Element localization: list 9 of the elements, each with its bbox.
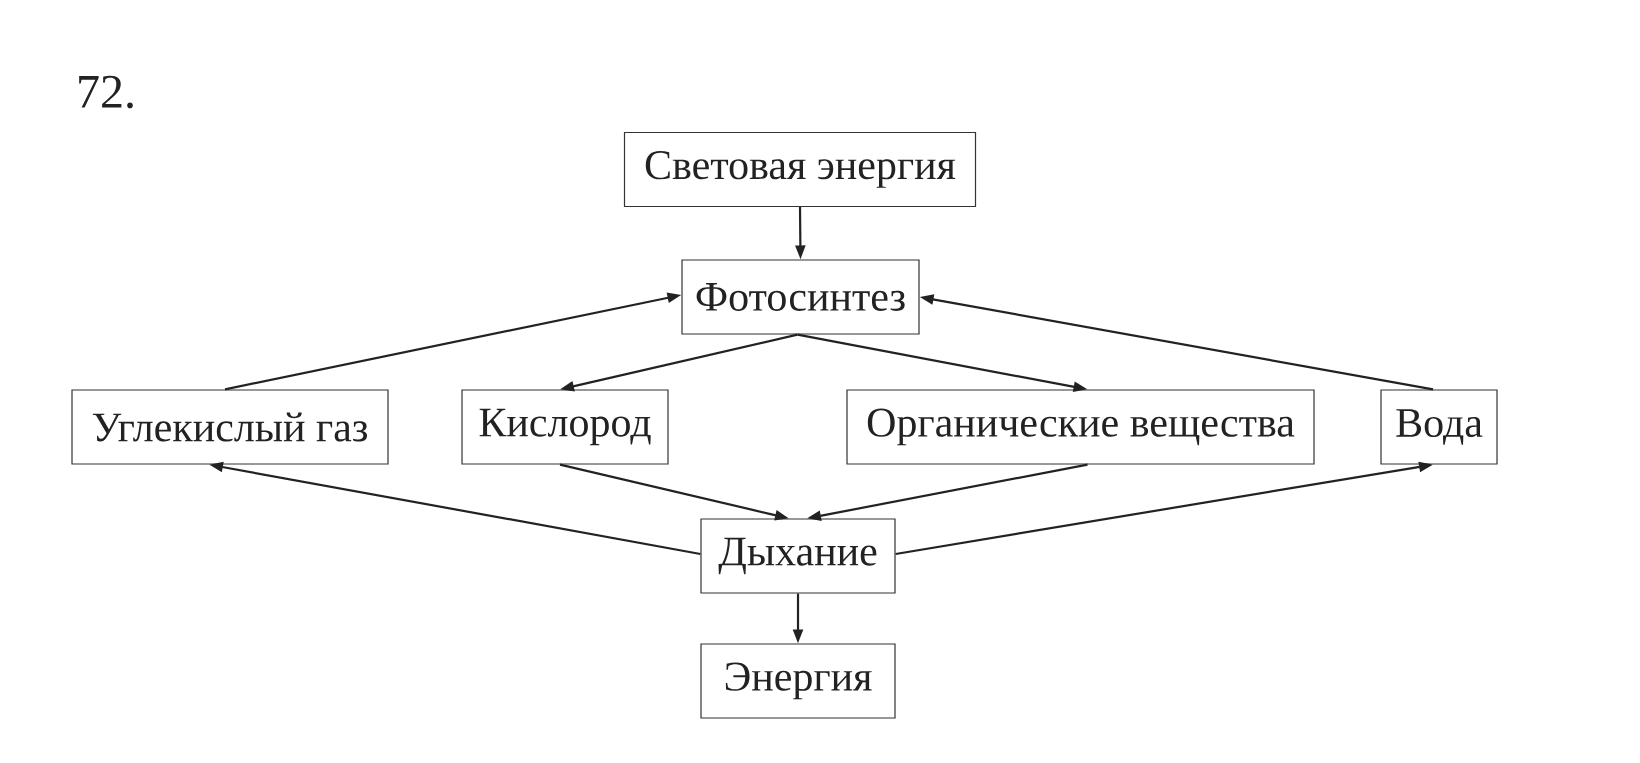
process-box: Фотосинтез (681, 259, 920, 335)
process-box: Кислород (461, 389, 669, 465)
process-box: Вода (1380, 389, 1498, 465)
process-box: Углекислый газ (71, 389, 389, 465)
process-box: Световая энергия (623, 131, 977, 208)
task-number: 72. (79, 75, 133, 109)
process-box: Дыхание (700, 518, 896, 594)
process-box: Органические вещества (846, 389, 1315, 465)
process-box: Энергия (700, 643, 896, 719)
